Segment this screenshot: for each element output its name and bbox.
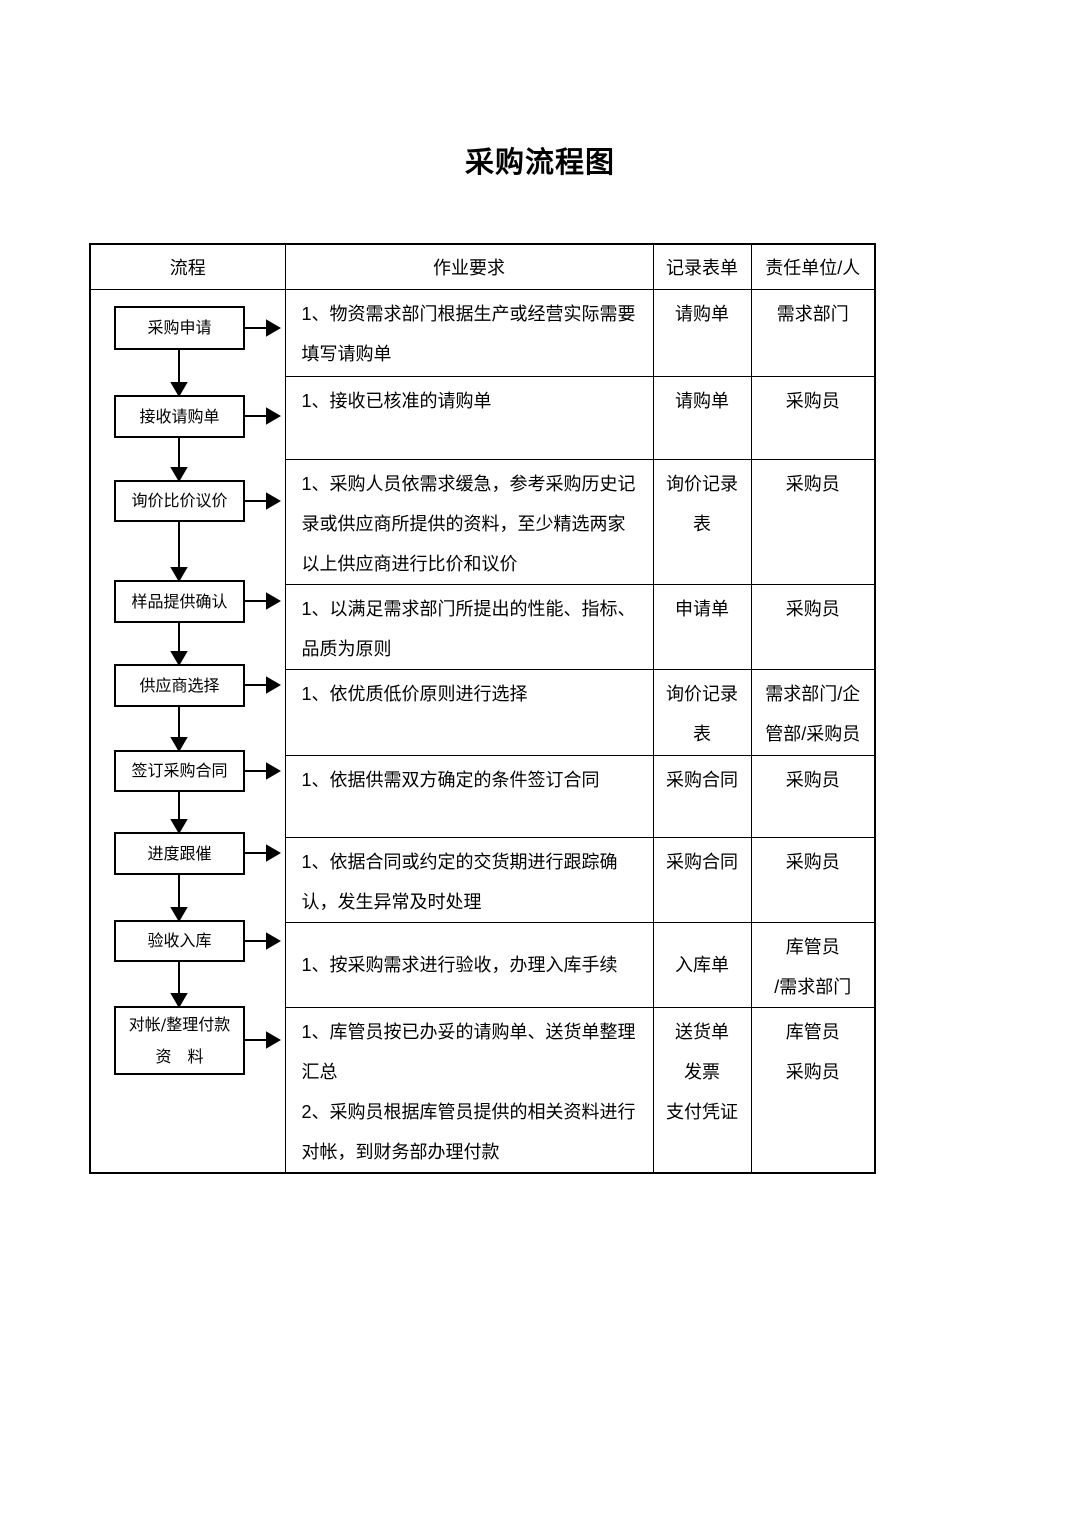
cell-responsible: 采购员 [750, 837, 876, 923]
flow-step-progress-expediting: 进度跟催 [114, 832, 245, 875]
cell-form: 送货单 发票 支付凭证 [652, 1007, 752, 1174]
flow-step-sign-contract: 签订采购合同 [114, 750, 245, 792]
table-row: 1、采购人员依需求缓急，参考采购历史记 录或供应商所提供的资料，至少精选两家 以… [90, 459, 876, 585]
table-row: 1、依据合同或约定的交货期进行跟踪确 认，发生异常及时处理 采购合同 采购员 [90, 837, 876, 923]
arrow-right-icon [245, 492, 281, 510]
table-row: 1、接收已核准的请购单 请购单 采购员 [90, 376, 876, 460]
arrow-down-icon [170, 350, 188, 397]
cell-form: 采购合同 [652, 837, 752, 923]
cell-form: 询价记录 表 [652, 459, 752, 585]
flow-step-receive-requisition: 接收请购单 [114, 395, 245, 438]
flow-arrows-layer [170, 319, 281, 1049]
arrow-down-icon [170, 438, 188, 482]
cell-requirement: 1、以满足需求部门所提出的性能、指标、 品质为原则 [284, 584, 654, 670]
arrow-right-icon [245, 844, 281, 862]
page-title: 采购流程图 [464, 147, 615, 179]
cell-requirement: 1、依据供需双方确定的条件签订合同 [284, 755, 654, 838]
table-row: 1、库管员按已办妥的请购单、送货单整理 汇总 2、采购员根据库管员提供的相关资料… [90, 1007, 876, 1174]
cell-responsible: 库管员 采购员 [750, 1007, 876, 1174]
arrow-down-icon [170, 875, 188, 922]
cell-responsible: 采购员 [750, 755, 876, 838]
cell-requirement: 1、接收已核准的请购单 [284, 376, 654, 460]
table-header-row: 流程 作业要求 记录表单 责任单位/人 [89, 243, 876, 290]
header-process: 流程 [89, 243, 286, 290]
cell-responsible: 需求部门/企 管部/采购员 [750, 669, 876, 756]
table-row: 采购申请 接收请购单 询价比价议价 样品提供确认 供应商选择 签订采购合同 进度… [89, 289, 876, 1174]
cell-requirement: 1、依优质低价原则进行选择 [284, 669, 654, 756]
arrow-down-icon [170, 792, 188, 834]
table-row: 1、依优质低价原则进行选择 询价记录 表 需求部门/企 管部/采购员 [90, 669, 876, 756]
cell-form: 采购合同 [652, 755, 752, 838]
arrow-right-icon [245, 762, 281, 780]
cell-requirement: 1、物资需求部门根据生产或经营实际需要 填写请购单 [284, 289, 654, 377]
cell-requirement: 1、库管员按已办妥的请购单、送货单整理 汇总 2、采购员根据库管员提供的相关资料… [284, 1007, 654, 1174]
cell-form: 申请单 [652, 584, 752, 670]
arrow-right-icon [245, 592, 281, 610]
flow-step-acceptance-warehousing: 验收入库 [114, 920, 245, 962]
arrow-down-icon [170, 707, 188, 752]
flow-step-inquiry-compare-negotiate: 询价比价议价 [114, 480, 245, 522]
arrow-down-icon [170, 623, 188, 666]
arrow-right-icon [245, 1031, 281, 1049]
cell-requirement: 1、采购人员依需求缓急，参考采购历史记 录或供应商所提供的资料，至少精选两家 以… [284, 459, 654, 585]
header-form: 记录表单 [652, 243, 752, 290]
cell-responsible: 采购员 [750, 584, 876, 670]
cell-responsible: 需求部门 [750, 289, 876, 377]
cell-form: 请购单 [652, 376, 752, 460]
cell-responsible: 采购员 [750, 376, 876, 460]
cell-responsible: 库管员 /需求部门 [750, 922, 876, 1008]
header-requirement: 作业要求 [284, 243, 654, 290]
cell-form: 请购单 [652, 289, 752, 377]
flow-step-sample-confirmation: 样品提供确认 [114, 580, 245, 623]
header-responsible: 责任单位/人 [750, 243, 876, 290]
arrow-down-icon [170, 522, 188, 582]
flow-step-reconcile-payment-docs: 对帐/整理付款 资 料 [114, 1006, 245, 1075]
arrow-right-icon [245, 676, 281, 694]
table-row: 1、以满足需求部门所提出的性能、指标、 品质为原则 申请单 采购员 [90, 584, 876, 670]
cell-requirement: 1、按采购需求进行验收，办理入库手续 [284, 922, 654, 1008]
arrow-right-icon [245, 932, 281, 950]
flow-step-supplier-selection: 供应商选择 [114, 664, 245, 707]
cell-form: 询价记录 表 [652, 669, 752, 756]
arrow-right-icon [245, 319, 281, 337]
flowchart-cell: 采购申请 接收请购单 询价比价议价 样品提供确认 供应商选择 签订采购合同 进度… [89, 289, 286, 1174]
cell-responsible: 采购员 [750, 459, 876, 585]
procurement-flow-table: 流程 作业要求 记录表单 责任单位/人 [89, 243, 876, 1174]
flowchart: 采购申请 接收请购单 询价比价议价 样品提供确认 供应商选择 签订采购合同 进度… [91, 290, 285, 1172]
arrow-right-icon [245, 407, 281, 425]
flow-step-purchase-request: 采购申请 [114, 306, 245, 350]
cell-requirement: 1、依据合同或约定的交货期进行跟踪确 认，发生异常及时处理 [284, 837, 654, 923]
cell-form: 入库单 [652, 922, 752, 1008]
table-row: 1、按采购需求进行验收，办理入库手续 入库单 库管员 /需求部门 [90, 922, 876, 1008]
arrow-down-icon [170, 962, 188, 1008]
table-row: 1、依据供需双方确定的条件签订合同 采购合同 采购员 [90, 755, 876, 838]
